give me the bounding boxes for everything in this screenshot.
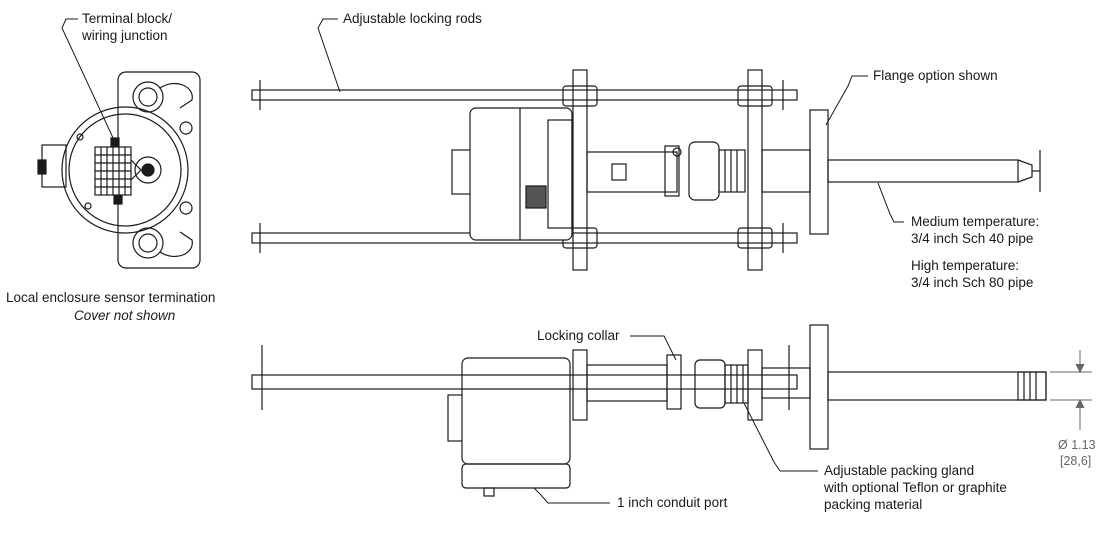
- lug-top: [179, 121, 193, 135]
- side-probe-pipe: [827, 371, 1047, 401]
- plate2-nut-top: [737, 85, 773, 107]
- side-plate-1: [572, 349, 588, 421]
- flange-leader: [825, 75, 868, 126]
- screw-2: [84, 202, 92, 210]
- terminal-block-label-1: Terminal block/: [82, 11, 173, 26]
- sensor-port: [134, 156, 162, 184]
- medium-temp-label-2: 3/4 inch Sch 40 pipe: [911, 231, 1034, 246]
- conduit-leader: [533, 487, 610, 504]
- terminal-block-label-2: wiring junction: [82, 28, 168, 43]
- diameter-label: Ø 1.13: [1058, 438, 1096, 452]
- plate2-nut-bottom: [737, 227, 773, 249]
- upper-locking-rod: [251, 89, 798, 101]
- packing-gland-label-2: with optional Teflon or graphite: [824, 480, 1007, 495]
- sensor-wires: [130, 159, 142, 181]
- flange: [809, 109, 829, 235]
- terminal-block-leader: [61, 18, 115, 141]
- probe-tip: [1017, 159, 1033, 183]
- housing-inner: [68, 113, 182, 227]
- locking-collar-label: Locking collar: [537, 328, 620, 343]
- lower-bolt-outer: [132, 227, 164, 259]
- locking-collar-leader: [630, 335, 677, 361]
- packing-gland-label-1: Adjustable packing gland: [824, 463, 975, 478]
- side-collar: [666, 354, 682, 410]
- probe-side-view: [251, 324, 1047, 497]
- terminal-block: [94, 137, 132, 205]
- head-neck: [547, 119, 573, 229]
- stem-window: [611, 163, 627, 181]
- high-temp-label-1: High temperature:: [911, 258, 1020, 273]
- conduit-housing: [461, 463, 571, 489]
- probe-stem: [586, 151, 678, 193]
- enclosure-caption: Local enclosure sensor termination: [6, 290, 216, 305]
- plate1-nut-top: [562, 85, 598, 107]
- conduit-label: 1 inch conduit port: [617, 495, 728, 510]
- probe-top-view: [251, 69, 1041, 271]
- side-flange: [809, 324, 829, 450]
- flange-label: Flange option shown: [873, 68, 998, 83]
- side-fitting: [694, 359, 726, 409]
- enclosure-end-view: [37, 71, 201, 269]
- side-probe-tip: [1017, 371, 1047, 401]
- lower-bolt-wire: [159, 231, 193, 257]
- diameter-dimension: [1050, 350, 1092, 430]
- lower-bolt-inner: [138, 233, 158, 253]
- upper-bolt-wire: [159, 83, 193, 109]
- high-temp-label-2: 3/4 inch Sch 80 pipe: [911, 275, 1034, 290]
- packing-body: [718, 149, 746, 193]
- pipe-segment: [761, 149, 811, 193]
- nameplate: [525, 185, 547, 209]
- conduit-fitting: [483, 487, 495, 497]
- probe-pipe: [827, 159, 1019, 183]
- side-enclosure: [461, 357, 571, 465]
- collar: [664, 145, 680, 197]
- pipe-leader: [877, 182, 904, 223]
- bracket-clip: [37, 159, 47, 175]
- side-stem: [586, 364, 668, 402]
- medium-temp-label-1: Medium temperature:: [911, 214, 1040, 229]
- screw-1: [76, 133, 84, 141]
- upper-bolt-outer: [132, 81, 164, 113]
- packing-gland-label-3: packing material: [824, 497, 923, 512]
- sensor-port-center: [141, 163, 155, 177]
- collar-screw: [672, 147, 682, 157]
- side-pipe-segment: [761, 367, 811, 399]
- lug-bottom: [179, 201, 193, 215]
- housing-outer: [61, 106, 189, 234]
- enclosure-head: [469, 107, 573, 241]
- fitting-nut: [688, 141, 720, 201]
- side-plate-2: [747, 349, 763, 421]
- diameter-metric-label: [28,6]: [1060, 454, 1092, 468]
- locking-rods-label: Adjustable locking rods: [343, 11, 482, 26]
- packing-gland-leader: [743, 402, 818, 472]
- upper-bolt-inner: [138, 87, 158, 107]
- locking-rods-leader: [317, 18, 341, 93]
- enclosure-subcaption: Cover not shown: [74, 308, 176, 323]
